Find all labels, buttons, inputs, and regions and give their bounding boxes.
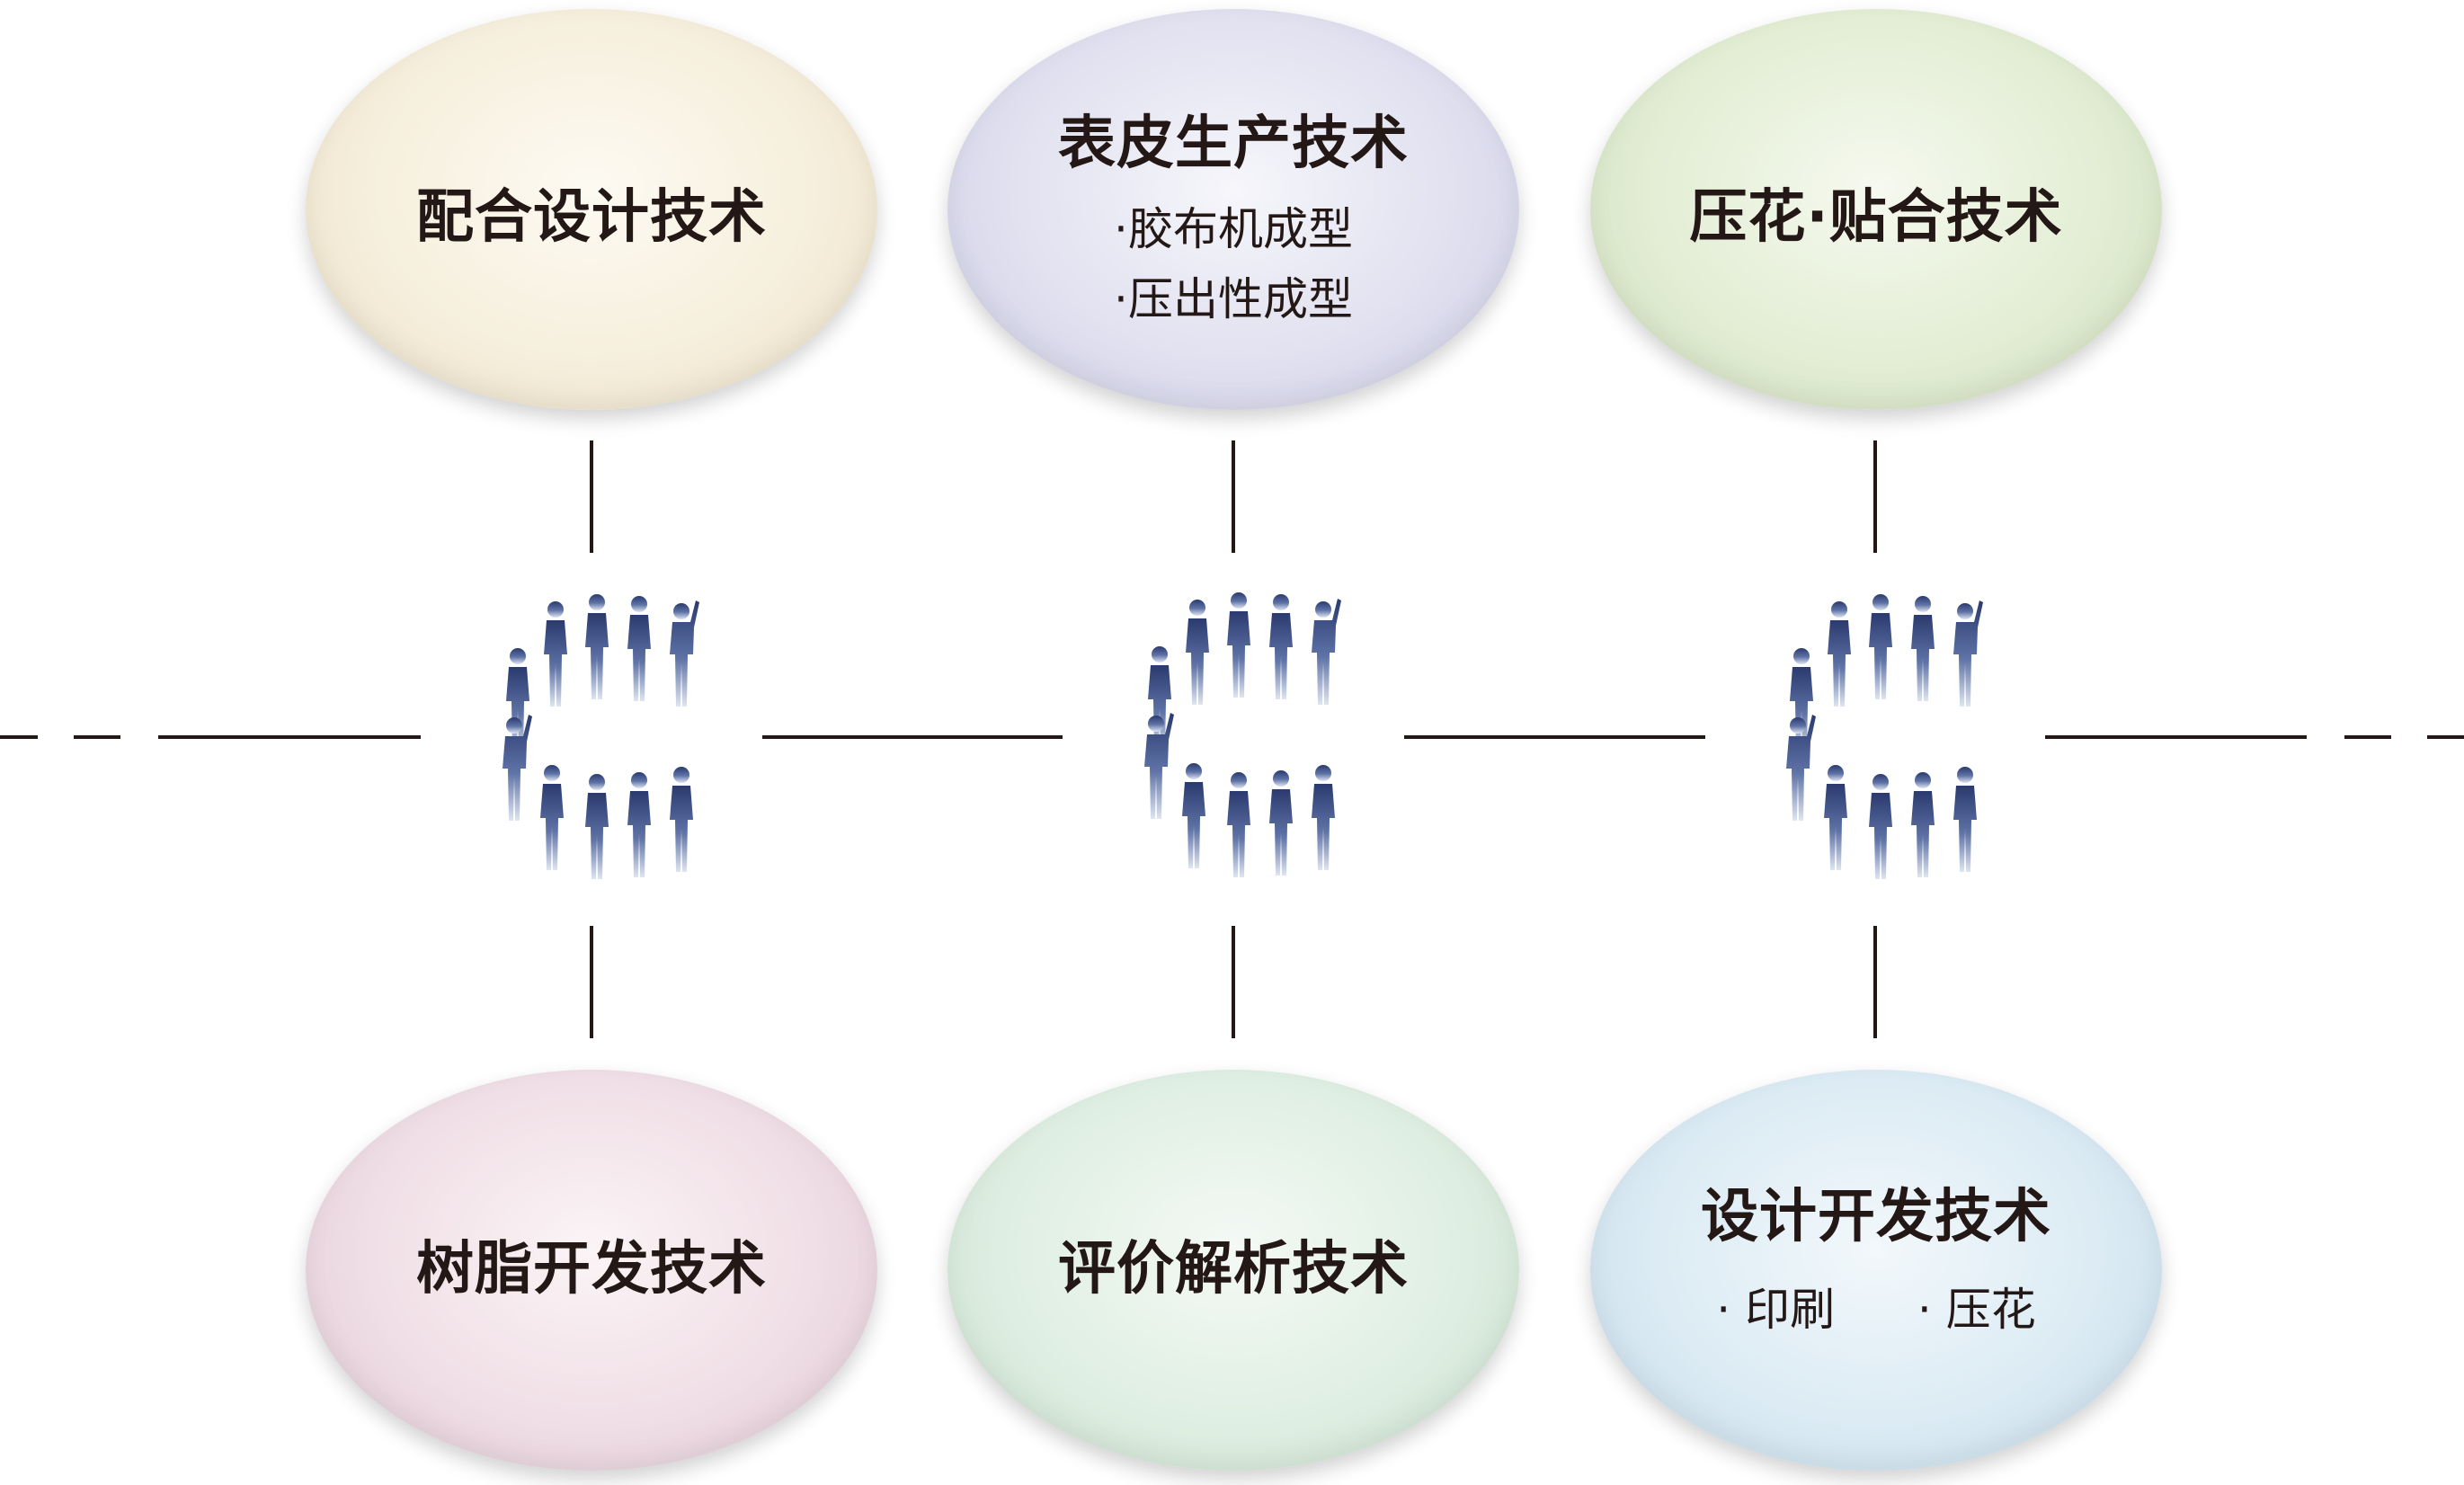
bubble-subitem: ·压出性成型 [1114,273,1353,325]
person-figure-icon [1953,600,1983,707]
person-figure-icon [1786,715,1816,821]
person-figure-icon [1227,772,1250,877]
bubble-resin-development: 树脂开发技术 [306,1070,877,1471]
person-figure-icon [1911,772,1935,877]
person-figure-icon [585,774,609,879]
bubble-evaluation-analysis: 评价解析技术 [947,1070,1519,1471]
person-figure-icon [1312,599,1341,705]
person-figure-icon [1182,763,1205,868]
people-group-c-2 [1144,592,1341,877]
bubble-title: 树脂开发技术 [416,1236,767,1303]
person-figure-icon [585,594,609,699]
bubble-title: 表皮生产技术 [1058,111,1409,177]
person-figure-icon [627,596,651,701]
bubble-title: 评价解析技术 [1058,1236,1409,1303]
person-figure-icon [1869,774,1892,879]
bubble-subitem: ·胶布机成型 [1114,203,1353,255]
person-figure-icon [1312,765,1335,870]
bubble-skin-production: 表皮生产技术 ·胶布机成型 ·压出性成型 [947,9,1519,410]
person-figure-icon [540,765,564,870]
person-figure-icon [670,767,693,872]
person-figure-icon [1869,594,1892,699]
person-figure-icon [1269,770,1293,876]
people-group-c-3 [1786,594,1983,879]
bubble-embossing-lamination: 压花·贴合技术 [1590,9,2162,410]
person-figure-icon [627,772,651,877]
bubble-compound-design: 配合设计技术 [306,9,877,410]
person-figure-icon [503,715,532,821]
bubble-title: 设计开发技术 [1701,1184,2051,1250]
person-figure-icon [1953,767,1977,872]
people-group-c-1 [503,594,699,879]
person-figure-icon [1227,592,1250,698]
person-figure-icon [670,600,699,707]
person-figure-icon [1911,596,1935,701]
person-figure-icon [1828,601,1851,707]
person-figure-icon [544,601,567,707]
person-figure-icon [1824,765,1847,870]
bubble-subitem: · 印刷 [1716,1284,1836,1336]
bubble-subitem: · 压花 [1917,1284,2036,1336]
person-figure-icon [1269,594,1293,699]
bubble-design-development: 设计开发技术 · 印刷 · 压花 [1590,1070,2162,1471]
bubble-title: 配合设计技术 [416,184,767,251]
person-figure-icon [1144,713,1174,819]
person-figure-icon [1186,600,1209,705]
bubble-title: 压花·贴合技术 [1689,184,2063,251]
